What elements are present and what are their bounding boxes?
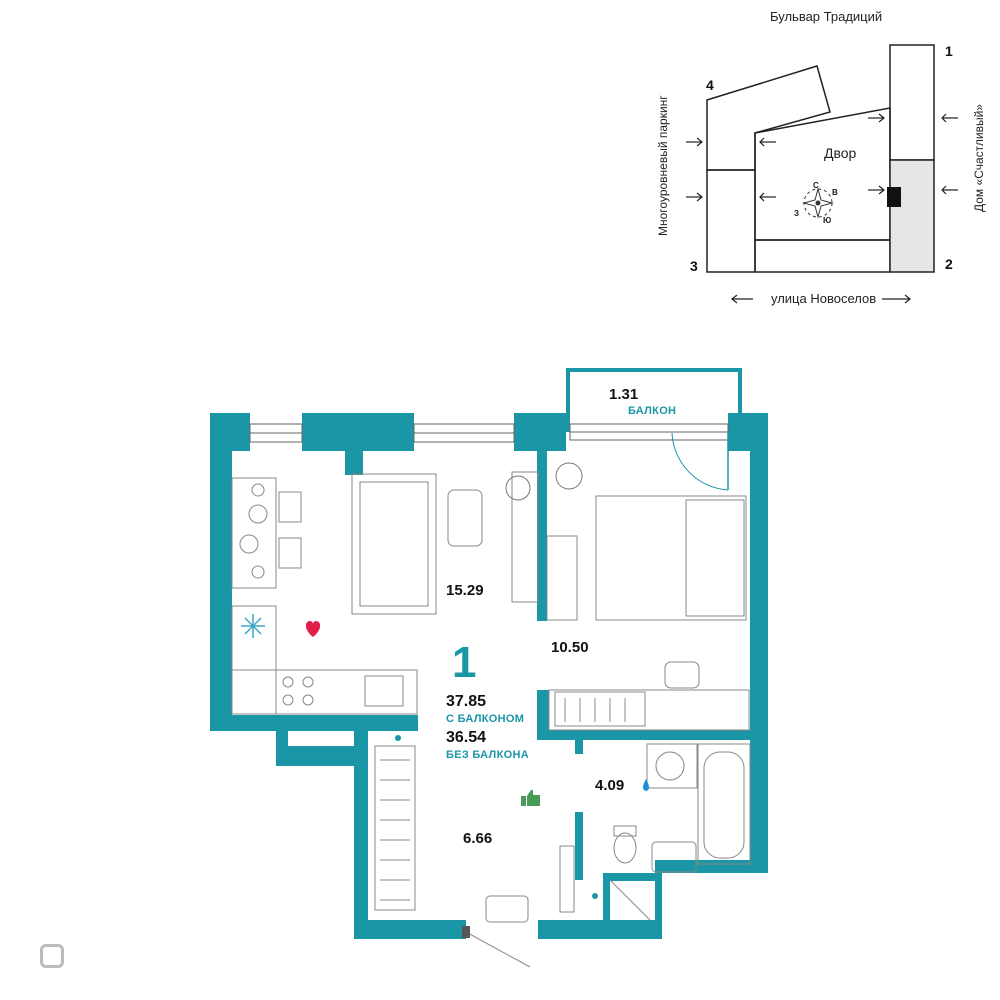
home-logo-icon (40, 944, 64, 968)
street-top-label: Бульвар Традиций (770, 9, 883, 24)
radiator-fins (380, 698, 626, 901)
balcony-area: 1.31 (609, 386, 639, 403)
courtyard-label: Двор (824, 145, 857, 161)
compass-e: В (832, 188, 838, 197)
living-room-area: 15.29 (446, 582, 484, 599)
compass-w: З (794, 209, 800, 218)
house-marker (887, 187, 901, 207)
compass-s: Ю (823, 216, 832, 225)
walls (210, 368, 768, 939)
heart-icon (305, 621, 321, 637)
building-2 (889, 159, 935, 273)
corner-2: 2 (945, 256, 953, 272)
with-balcony-label: С БАЛКОНОМ (446, 713, 525, 725)
snowflake-icon (241, 614, 265, 638)
corner-3: 3 (690, 258, 698, 274)
without-balcony-label: БЕЗ БАЛКОНА (446, 749, 529, 761)
total-with-balcony: 37.85 (446, 693, 487, 710)
corner-1: 1 (945, 43, 953, 59)
bedroom-area: 10.50 (551, 639, 589, 656)
compass-icon (802, 187, 834, 219)
watermark (40, 944, 70, 968)
furniture (231, 471, 751, 968)
drop-icon (643, 779, 649, 791)
thumbs-up-icon (521, 790, 540, 806)
corner-4: 4 (706, 77, 714, 93)
rooms-count: 1 (452, 638, 477, 687)
compass-n: С (813, 181, 819, 190)
street-bottom-label: улица Новоселов (771, 291, 877, 306)
hallway-area: 6.66 (463, 830, 493, 847)
total-without-balcony: 36.54 (446, 729, 487, 746)
bathroom-area: 4.09 (595, 777, 625, 794)
balcony-label: БАЛКОН (628, 405, 677, 417)
